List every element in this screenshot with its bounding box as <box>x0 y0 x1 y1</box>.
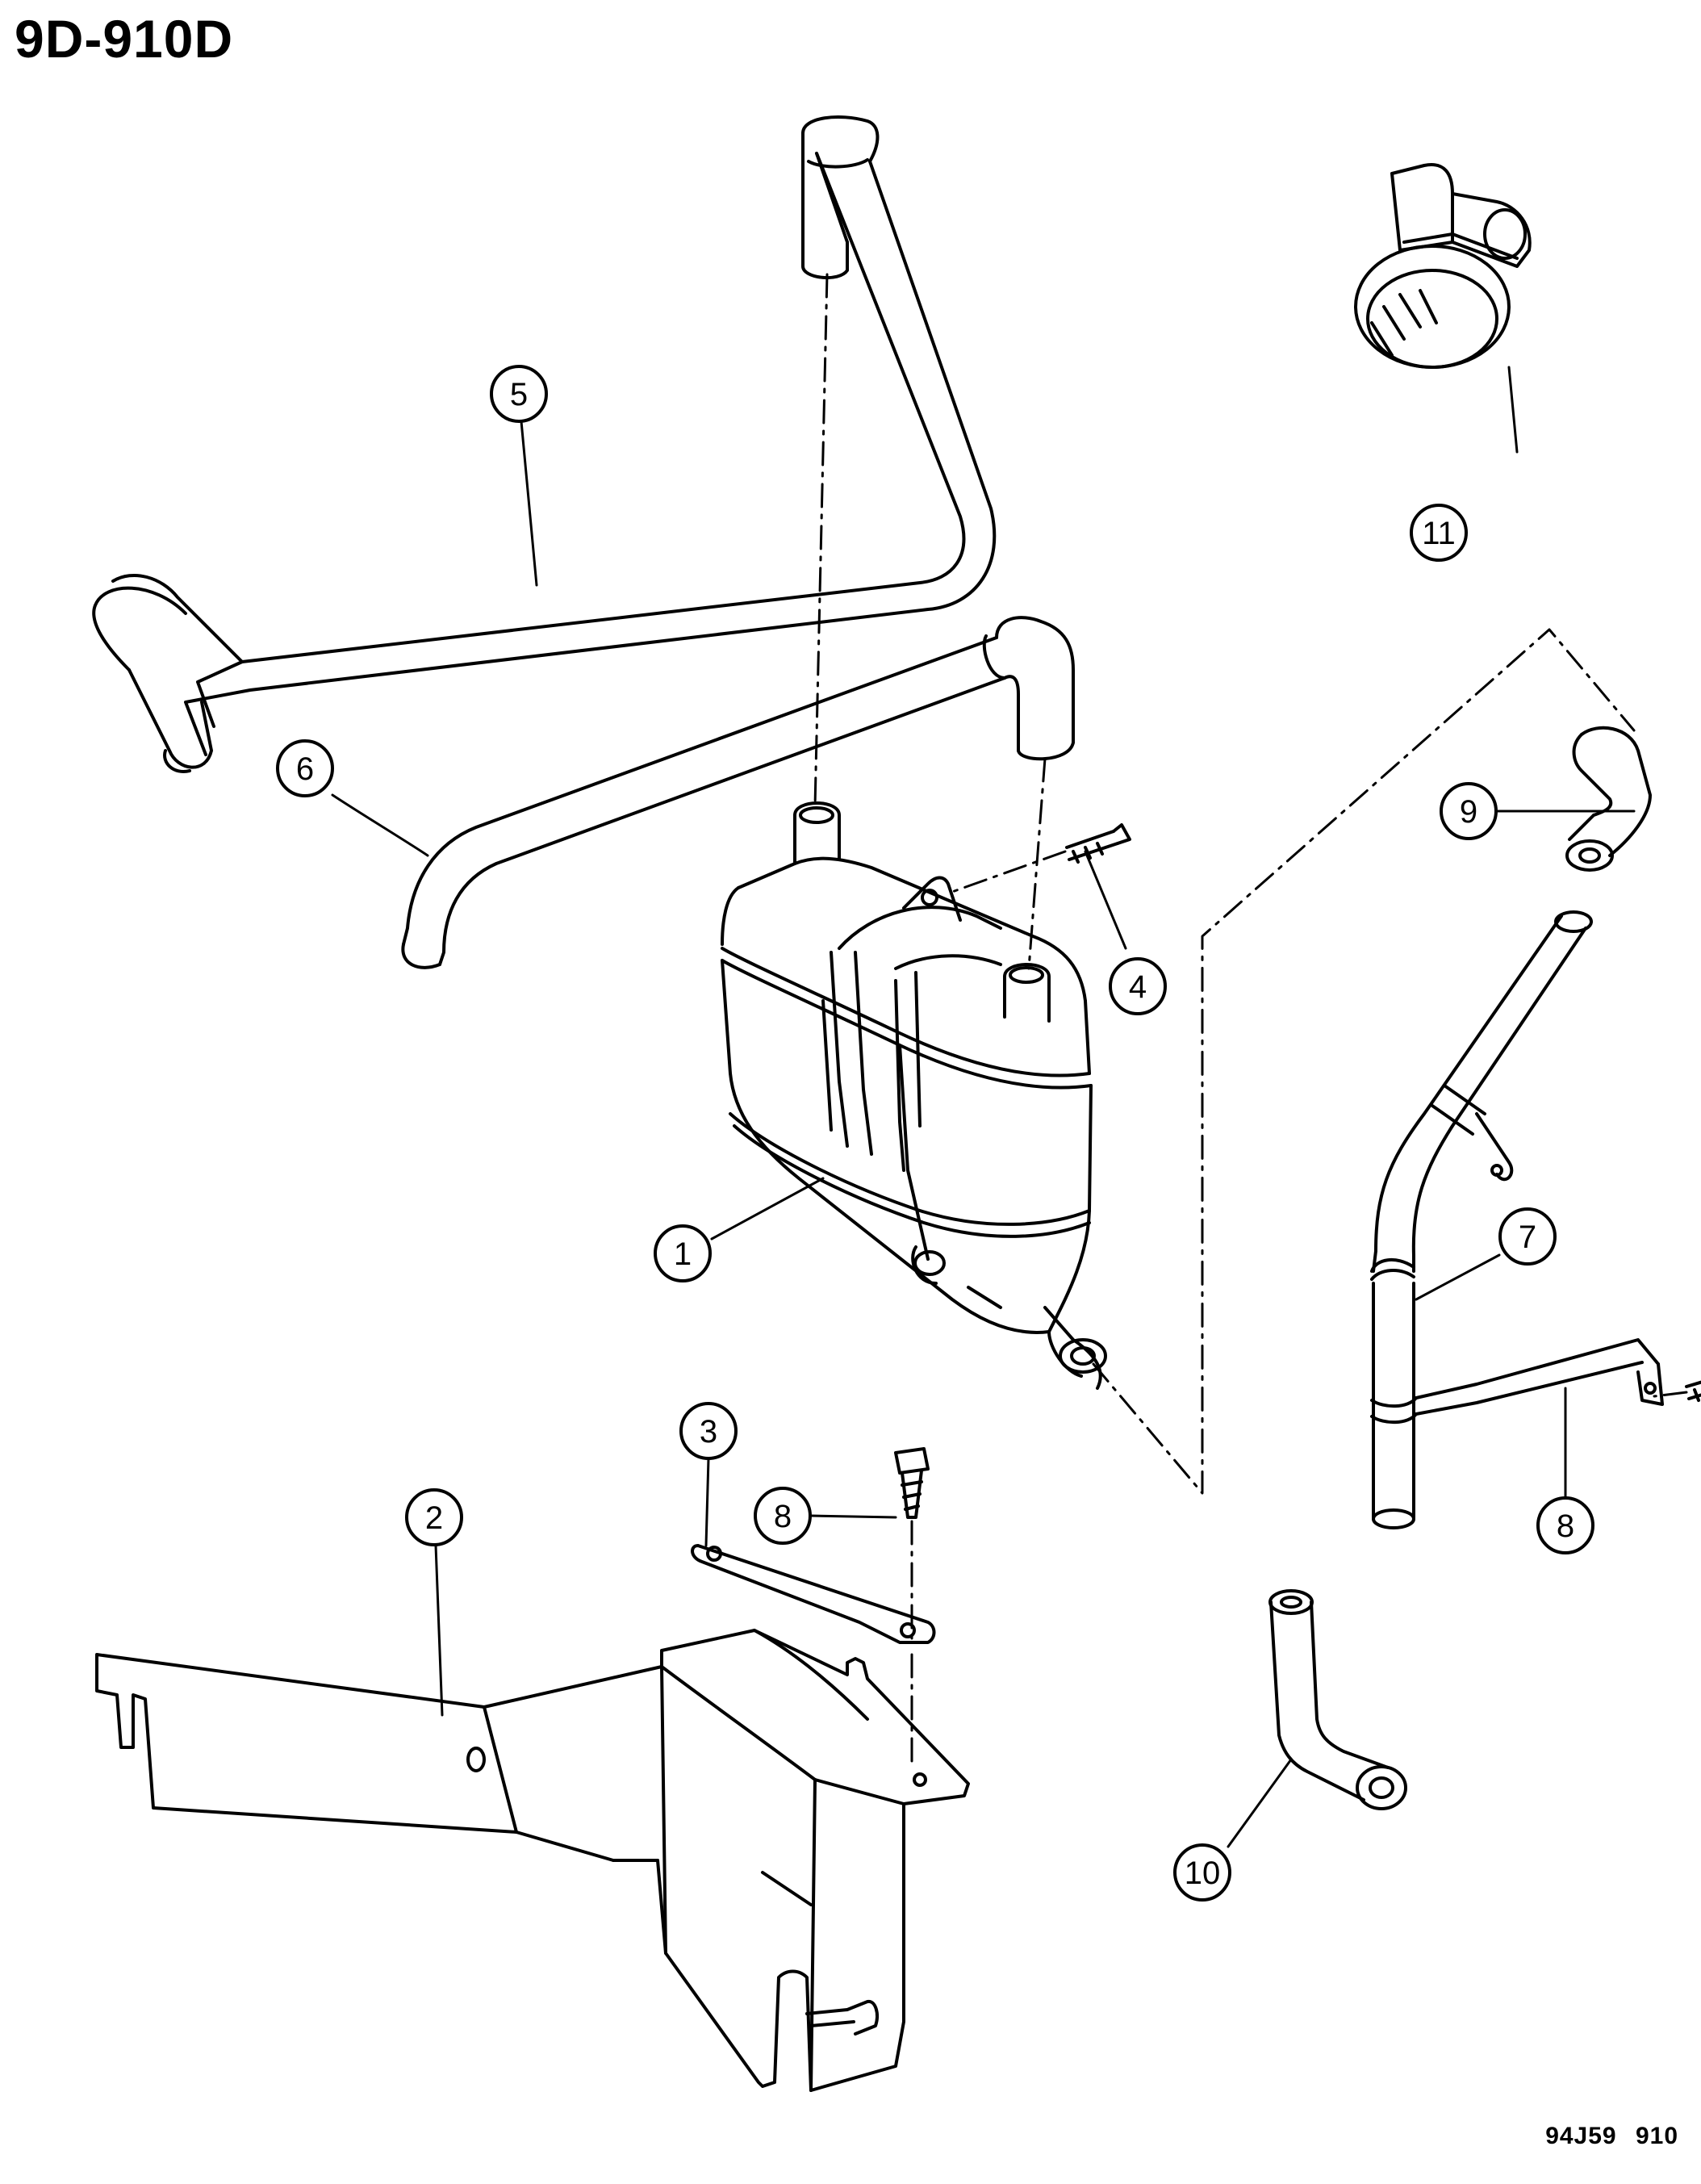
callout-8-center: 8 <box>754 1487 812 1545</box>
callout-2: 2 <box>405 1488 463 1546</box>
bolt-4 <box>1065 823 1131 864</box>
callout-6-label: 6 <box>296 751 314 787</box>
callout-3-label: 3 <box>700 1414 717 1450</box>
callout-8-center-label: 8 <box>774 1499 792 1534</box>
hose-9 <box>1565 726 1652 872</box>
leader-lines <box>331 366 1636 1848</box>
callout-10: 10 <box>1173 1843 1231 1902</box>
screw-8-center <box>894 1447 930 1519</box>
hose-clamp-11 <box>1354 163 1532 369</box>
callout-3: 3 <box>679 1402 738 1460</box>
callout-6: 6 <box>276 739 334 797</box>
callout-4: 4 <box>1109 957 1167 1015</box>
bracket-3 <box>691 1544 936 1644</box>
hose-6 <box>401 616 1075 969</box>
callout-11-label: 11 <box>1422 516 1456 551</box>
coolant-reservoir-tank <box>721 801 1107 1390</box>
callout-5-label: 5 <box>510 377 528 412</box>
callout-4-label: 4 <box>1129 969 1147 1005</box>
mounting-bracket-2 <box>95 1629 970 2092</box>
callout-5: 5 <box>490 365 548 423</box>
callout-8-right: 8 <box>1536 1496 1594 1554</box>
callout-1-label: 1 <box>674 1236 692 1272</box>
callout-10-label: 10 <box>1185 1856 1221 1891</box>
callout-9: 9 <box>1440 782 1498 840</box>
figure-code: 94J59 910 <box>1545 2123 1678 2149</box>
hose-5 <box>92 115 997 773</box>
callout-7: 7 <box>1498 1207 1557 1266</box>
metal-tube-7 <box>1370 910 1664 1529</box>
assembly-lines <box>813 273 1688 1769</box>
callout-11: 11 <box>1410 504 1468 562</box>
callout-1: 1 <box>654 1224 712 1282</box>
callout-7-label: 7 <box>1519 1220 1536 1255</box>
callout-8-right-label: 8 <box>1557 1508 1574 1544</box>
diagram-title: 9D-910D <box>15 9 234 69</box>
bolt-8-right <box>1685 1380 1701 1402</box>
hose-10 <box>1268 1589 1407 1810</box>
callout-2-label: 2 <box>425 1500 443 1536</box>
callout-9-label: 9 <box>1460 794 1477 830</box>
